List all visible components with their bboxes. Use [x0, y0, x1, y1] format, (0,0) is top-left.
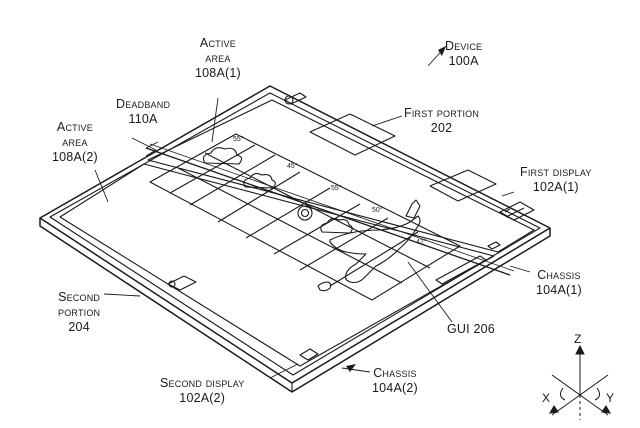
arrowhead — [346, 364, 356, 372]
hand-illustration — [329, 215, 421, 284]
cloud-icon — [320, 217, 353, 234]
cloud-icon — [243, 172, 276, 189]
temperature-label: 50° — [372, 206, 383, 214]
deadband-line — [145, 147, 511, 276]
temperature-label: 45° — [287, 162, 298, 170]
temperature-label: 55° — [233, 135, 244, 143]
axis-x-label: X — [542, 391, 550, 405]
display-bezel — [49, 92, 541, 376]
temperature-label: 55° — [331, 184, 342, 192]
camera-icon — [284, 95, 294, 105]
axis-z-label: Z — [574, 332, 581, 346]
axis-y-label: Y — [606, 391, 614, 405]
temperature-label: 42° — [416, 238, 427, 246]
gui-grid — [149, 133, 461, 301]
cloud-icon — [202, 147, 243, 165]
arrowhead — [438, 46, 446, 56]
second-display — [59, 163, 495, 367]
label-gui: GUI 206 — [447, 322, 495, 336]
axes-indicator — [549, 344, 611, 420]
sun-icon — [297, 205, 313, 221]
